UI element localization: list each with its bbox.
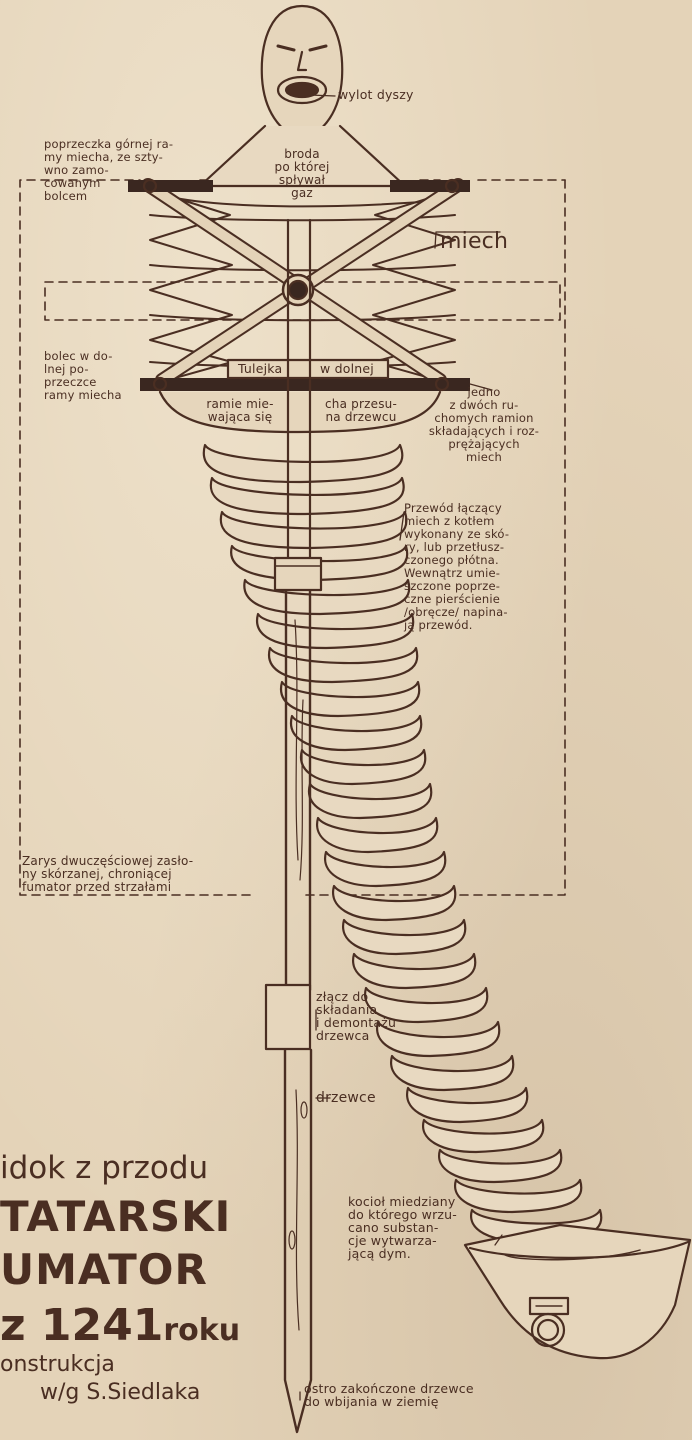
label-frame-slide-right: cha przesu- na drzewcu	[316, 398, 406, 424]
label-lower-bolt: bolec w do- lnej po- przeczce ramy miech…	[44, 350, 122, 402]
label-sharp-end: ostro zakończone drzewce do wbijania w z…	[304, 1382, 474, 1408]
cauldron	[465, 1225, 690, 1358]
title-view: idok z przodu	[0, 1150, 250, 1186]
title-year: z 1241roku	[0, 1300, 250, 1351]
title-line-2: UMATOR	[0, 1245, 250, 1294]
label-hose: Przewód łączący miech z kotłem wykonany …	[404, 502, 509, 632]
label-sleeve-left: Tulejka	[238, 362, 282, 375]
title-year-number: z 1241	[0, 1300, 163, 1351]
label-arm: jedno z dwóch ru- chomych ramion składaj…	[404, 386, 564, 464]
shaft-joint	[266, 985, 310, 1049]
label-frame-slide-left: ramie mie- wająca się	[200, 398, 280, 424]
shaft-sleeve-upper	[275, 558, 321, 590]
label-shield: Zarys dwuczęściowej zasło- ny skórzanej,…	[22, 855, 193, 894]
label-sleeve-right: w dolnej	[320, 362, 374, 375]
mask-head	[262, 6, 342, 140]
title-author: w/g S.Siedlaka	[40, 1380, 300, 1405]
title-construction: onstrukcja	[0, 1352, 260, 1377]
title-line-1: TATARSKI	[0, 1192, 250, 1241]
label-nozzle-outlet: wylot dyszy	[338, 88, 414, 101]
label-joint: złącz do składania i demontażu drzewca	[316, 990, 396, 1042]
label-upper-crossbar: poprzeczka górnej ra- my miecha, ze szty…	[44, 138, 173, 203]
label-bellows: miech	[440, 230, 508, 254]
hose-rings	[204, 445, 601, 1242]
label-chin: broda po której spływał gaz	[262, 148, 342, 200]
title-year-suffix: roku	[163, 1313, 240, 1348]
label-cauldron: kocioł miedziany do którego wrzu- cano s…	[348, 1195, 457, 1260]
label-shaft: drzewce	[316, 1092, 376, 1105]
